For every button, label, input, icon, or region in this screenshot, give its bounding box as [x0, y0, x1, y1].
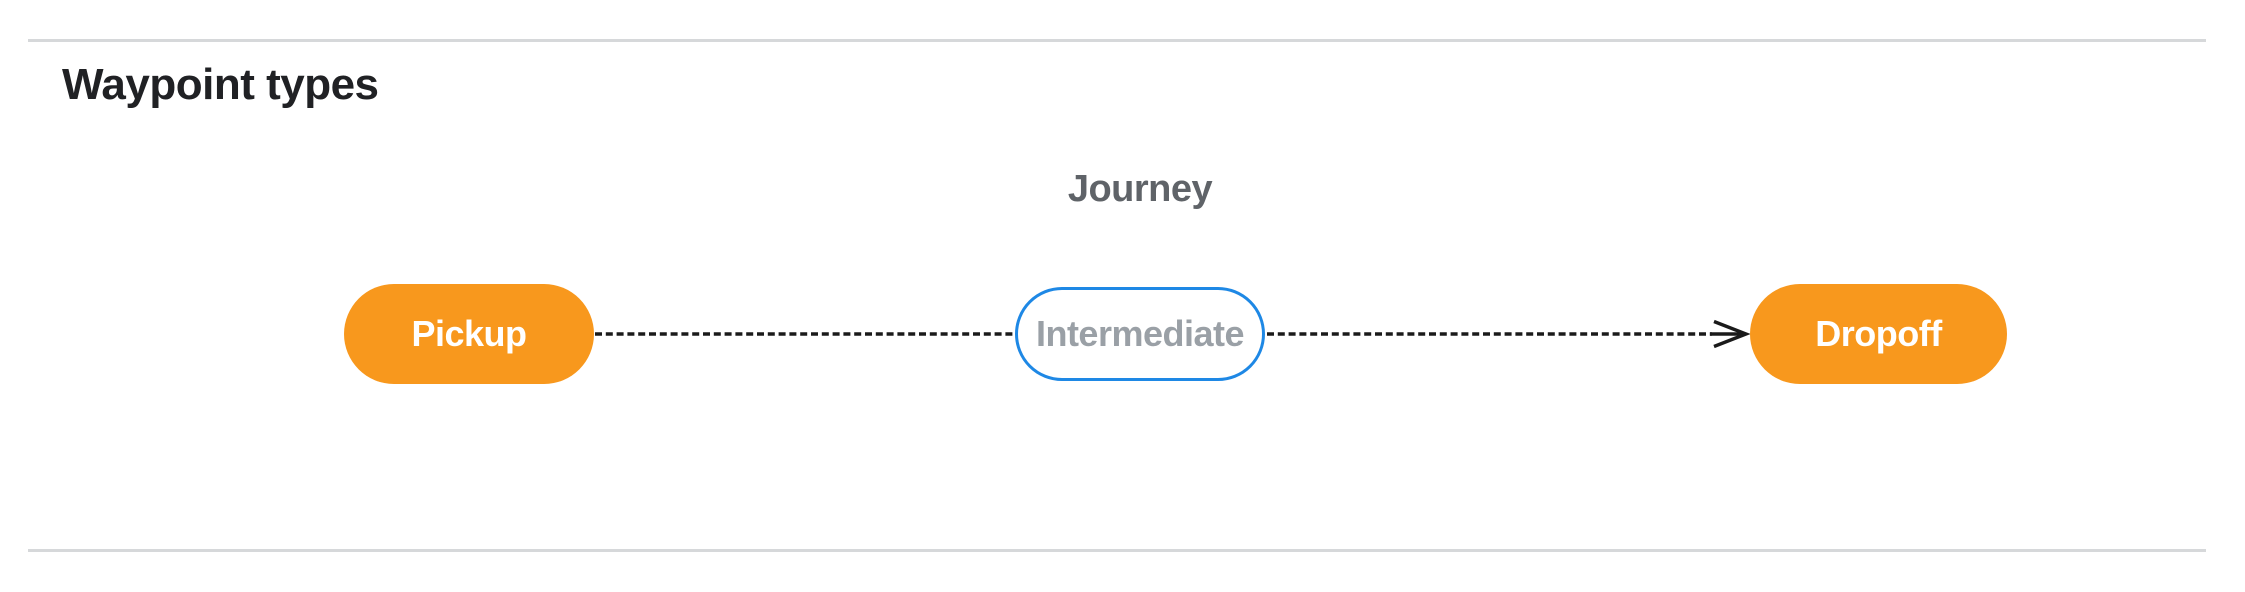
bottom-divider — [28, 549, 2206, 552]
node-intermediate: Intermediate — [1015, 287, 1265, 381]
diagram-title: Journey — [1067, 168, 1213, 210]
node-dropoff: Dropoff — [1750, 284, 2007, 384]
node-dropoff-label: Dropoff — [1815, 313, 1942, 354]
section-title: Waypoint types — [62, 60, 379, 109]
node-intermediate-label: Intermediate — [1035, 313, 1245, 354]
node-pickup-label: Pickup — [411, 313, 527, 354]
arrowhead-icon — [1713, 319, 1751, 349]
node-pickup: Pickup — [344, 284, 594, 384]
top-divider — [28, 39, 2206, 42]
